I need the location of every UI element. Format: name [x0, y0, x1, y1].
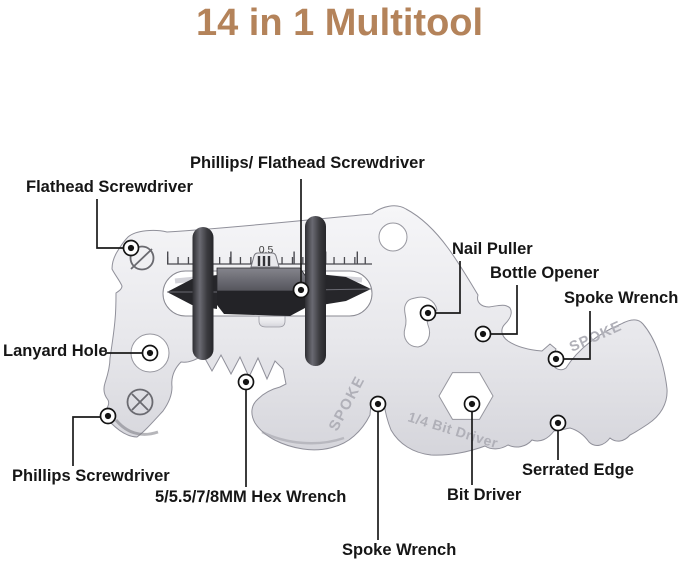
marker-hex-wrench	[237, 373, 255, 391]
leader-bottle-opener	[483, 285, 518, 335]
marker-phillips-screwdriver	[99, 407, 117, 425]
page-title: 14 in 1 Multitool	[195, 2, 484, 44]
callout-label-serrated-edge: Serrated Edge	[522, 461, 634, 479]
marker-bottle-opener	[474, 325, 492, 343]
bit-holder-front	[217, 291, 309, 316]
callout-label-hex-wrench: 5/5.5/7/8MM Hex Wrench	[155, 488, 347, 506]
slot-tab	[258, 315, 286, 328]
callout-markers	[99, 239, 567, 432]
callout-label-spoke-wrench-right: Spoke Wrench	[564, 289, 679, 307]
leader-lines	[72, 179, 591, 540]
oring-right	[305, 216, 326, 366]
shadow-jaw	[261, 430, 345, 445]
phillips-screw-symbol	[126, 388, 154, 416]
marker-lanyard-hole	[141, 344, 159, 362]
marker-flathead-screwdriver	[122, 239, 140, 257]
callout-label-bit-driver: Bit Driver	[447, 486, 522, 504]
oring-left	[192, 227, 214, 360]
leader-spoke-wrench-right	[556, 311, 591, 360]
flathead-screw-symbol	[129, 245, 155, 271]
leader-nail-puller	[428, 261, 461, 314]
marker-serrated-edge	[549, 414, 567, 432]
callout-label-phillips-screwdriver: Phillips Screwdriver	[12, 467, 170, 485]
callout-label-phillips-flathead-screwdriver: Phillips/ Flathead Screwdriver	[190, 154, 425, 172]
marker-spoke-wrench-right	[547, 350, 565, 368]
leader-flathead-screwdriver	[96, 199, 131, 249]
marker-nail-puller	[419, 304, 437, 322]
marker-spoke-wrench-bottom	[369, 395, 387, 413]
shadow-chin	[114, 419, 159, 436]
marker-bit-driver	[463, 395, 481, 413]
callout-label-flathead-screwdriver: Flathead Screwdriver	[26, 178, 193, 196]
callout-label-spoke-wrench-bottom: Spoke Wrench	[342, 541, 457, 559]
leader-phillips-screwdriver	[72, 416, 108, 466]
callout-label-lanyard-hole: Lanyard Hole	[3, 342, 108, 360]
callout-label-nail-puller: Nail Puller	[452, 240, 533, 258]
callout-label-bottle-opener: Bottle Opener	[490, 264, 600, 282]
hex-hole-cutout	[438, 372, 494, 420]
marker-phillips-flathead-screwdriver	[292, 281, 310, 299]
round-hole-cutout	[378, 222, 408, 252]
